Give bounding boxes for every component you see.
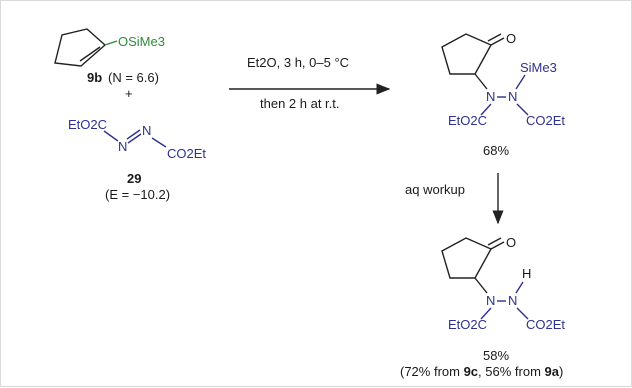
product1-yield: 68%	[483, 143, 509, 158]
product2-right-ester: CO2Et	[526, 317, 565, 332]
compound-id-29: 29	[127, 171, 141, 186]
electrophilicity-param: (E = −10.2)	[105, 187, 170, 202]
product1-oxygen: O	[506, 31, 516, 46]
product1-left-ester: EtO2C	[448, 113, 487, 128]
product2-yield-note: (72% from 9c, 56% from 9a)	[400, 364, 563, 379]
product2-n2: N	[508, 293, 517, 308]
reactant2-left-ester: EtO2C	[68, 117, 107, 132]
product-hydrazide: O N N H EtO2C CO2Et 58% (72% from 9c, 56…	[400, 235, 565, 379]
product1-n1: N	[486, 89, 495, 104]
reactant-9b: OSiMe3 9b (N = 6.6) +	[54, 28, 165, 101]
plus-sign: +	[125, 86, 133, 101]
product-silyl: O N N SiMe3 EtO2C CO2Et 68%	[441, 31, 565, 158]
reactant-29: EtO2C N N CO2Et 29 (E = −10.2)	[68, 117, 206, 202]
product2-left-ester: EtO2C	[448, 317, 487, 332]
conditions-line-1: Et2O, 3 h, 0–5 °C	[247, 55, 349, 70]
reactant2-n2: N	[142, 123, 151, 138]
nucleophilicity-param: (N = 6.6)	[108, 70, 159, 85]
reactant2-right-ester: CO2Et	[167, 146, 206, 161]
reactant2-n1: N	[118, 139, 127, 154]
workup-label: aq workup	[405, 182, 465, 197]
product1-n2: N	[508, 89, 517, 104]
conditions-line-2: then 2 h at r.t.	[260, 96, 340, 111]
reaction-arrow-2: aq workup	[405, 173, 504, 225]
product1-right-ester: CO2Et	[526, 113, 565, 128]
product2-n1: N	[486, 293, 495, 308]
product1-silyl: SiMe3	[520, 60, 557, 75]
product2-hydrogen: H	[522, 266, 531, 281]
silyl-group-label: OSiMe3	[118, 34, 165, 49]
product2-oxygen: O	[506, 235, 516, 250]
reaction-arrow-1: Et2O, 3 h, 0–5 °C then 2 h at r.t.	[229, 55, 391, 111]
compound-id-9b: 9b	[87, 70, 102, 85]
product2-yield: 58%	[483, 348, 509, 363]
